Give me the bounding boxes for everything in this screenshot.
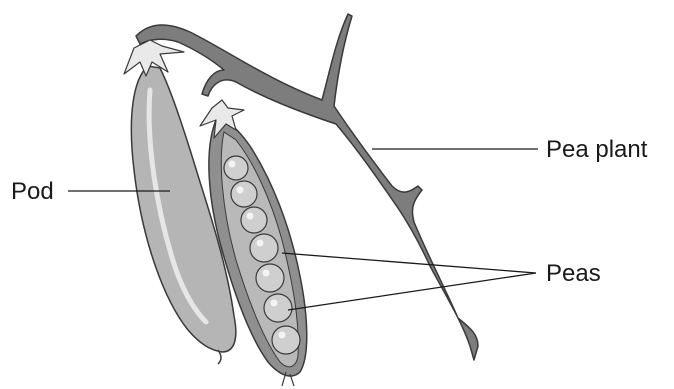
peas-label: Peas bbox=[546, 262, 601, 286]
pea-5 bbox=[256, 264, 284, 292]
pea-1 bbox=[224, 156, 248, 180]
pea-3 bbox=[241, 207, 267, 233]
pea-6 bbox=[264, 294, 292, 322]
pod-label: Pod bbox=[11, 180, 54, 204]
pea-4 bbox=[250, 234, 278, 262]
peas-leader-line-upper bbox=[282, 253, 536, 273]
pea-plant-label: Pea plant bbox=[546, 138, 647, 162]
pea-7 bbox=[272, 326, 300, 354]
pea-2 bbox=[231, 181, 257, 207]
peas-leader-line-lower bbox=[288, 273, 536, 310]
